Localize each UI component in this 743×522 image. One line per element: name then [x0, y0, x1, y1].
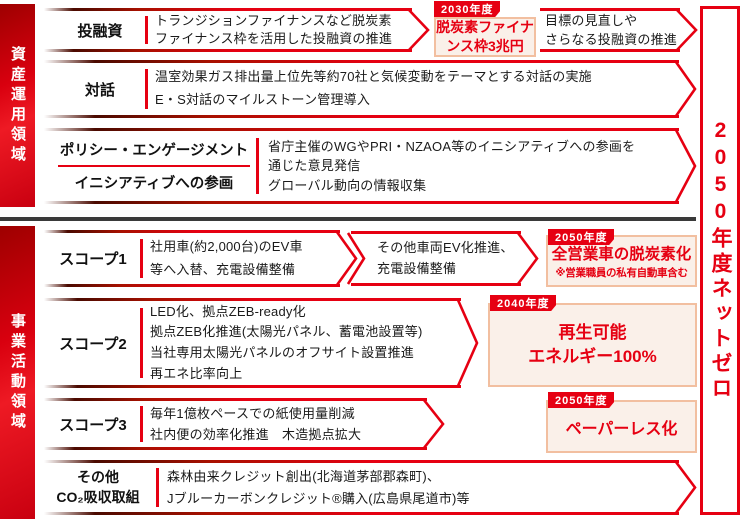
- row-text: 森林由来クレジット創出(北海道茅部郡森町)、 Jブルーカーボンクレジット®購入(…: [167, 469, 470, 506]
- sidebar-business-activity: 事業活動領域: [0, 226, 35, 519]
- row-text: 社用車(約2,000台)のEV車 等へ入替、充電設備整備: [150, 239, 303, 277]
- arrow-bottom-border: [351, 283, 521, 286]
- label-divider: [145, 16, 148, 44]
- chevron-tip-icon: [336, 231, 358, 286]
- label-divider: [156, 468, 159, 507]
- arrow-top-border: [351, 231, 521, 234]
- row-label: スコープ2: [59, 335, 127, 353]
- arrow-top-border: [44, 298, 461, 301]
- arrow-top-border: [44, 128, 679, 131]
- arrow-top-border: [540, 8, 680, 11]
- chevron-tip-icon: [517, 232, 539, 285]
- label-underline: [58, 164, 250, 168]
- arrow-bottom-border: [44, 284, 340, 287]
- label-divider: [140, 406, 143, 442]
- row-text: 温室効果ガス排出量上位先等約70社と気候変動をテーマとする対話の実施 E・S対話…: [155, 69, 592, 107]
- arrow-bottom-border: [44, 201, 679, 204]
- goal-paperless: ペーパーレス化: [546, 400, 697, 453]
- label-divider: [140, 239, 143, 278]
- arrow-bottom-border: [44, 512, 679, 515]
- row-label-policy: ポリシー・エンゲージメント: [59, 142, 249, 159]
- label-divider: [140, 308, 143, 378]
- arrow-co2-absorption: その他 CO₂吸収取組 森林由来クレジット創出(北海道茅部郡森町)、 Jブルーカ…: [44, 460, 697, 515]
- arrow-top-border: [44, 460, 679, 463]
- row-text: 省庁主催のWGやPRI・NZAOA等のイニシアティブへの参画を 通じた意見発信 …: [268, 138, 636, 193]
- row-label: スコープ1: [59, 251, 127, 268]
- arrow-invest: 投融資 トランジションファイナンスなど脱炭素 ファイナンス枠を活用した投融資の推…: [44, 8, 430, 52]
- arrow-top-border: [44, 60, 679, 63]
- arrow-scope3: スコープ3 毎年1億枚ペースでの紙使用量削減 社内便の効率化推進 木造拠点拡大: [44, 398, 445, 450]
- chevron-notch-icon: [347, 232, 366, 285]
- arrow-bottom-border: [44, 385, 461, 388]
- row-label: その他 CO₂吸収取組: [56, 468, 140, 505]
- label-divider: [256, 138, 259, 194]
- goal-note: ※営業職員の私有自動車含む: [555, 267, 688, 279]
- arrow-bottom-border: [44, 115, 679, 118]
- arrow-bottom-border: [44, 447, 427, 450]
- chevron-tip-icon: [675, 129, 697, 203]
- row-text: トランジションファイナンスなど脱炭素 ファイナンス枠を活用した投融資の推進: [155, 12, 393, 46]
- row-label-stack: ポリシー・エンゲージメント イニシアティブへの参画: [50, 128, 258, 204]
- row-text: その他車両EV化推進、 充電設備整備: [377, 239, 514, 276]
- chevron-tip-icon: [408, 9, 430, 51]
- row-text: 目標の見直しや さらなる投融資の推進: [545, 12, 678, 48]
- arrow-scope2: スコープ2 LED化、拠点ZEB-ready化 拠点ZEB化推進(太陽光パネル、…: [44, 298, 479, 388]
- goal-title: 全営業車の脱炭素化: [551, 246, 692, 263]
- chevron-tip-icon: [676, 9, 698, 51]
- milestone-decarbon-finance: 脱炭素ファイナ ンス枠3兆円: [434, 17, 536, 57]
- arrow-top-border: [44, 8, 412, 11]
- net-zero-2050-bar: 2050年度ネットゼロ: [700, 6, 740, 515]
- row-text: LED化、拠点ZEB-ready化 拠点ZEB化推進(太陽光パネル、蓄電池設置等…: [150, 303, 423, 381]
- arrow-bottom-border: [540, 49, 680, 52]
- row-text: 毎年1億枚ペースでの紙使用量削減 社内便の効率化推進 木造拠点拡大: [150, 405, 362, 442]
- badge-2030: 2030年度: [434, 1, 501, 17]
- row-label: 投融資: [77, 22, 123, 40]
- chevron-tip-icon: [675, 61, 697, 117]
- label-divider: [145, 69, 148, 109]
- arrow-invest-followup: 目標の見直しや さらなる投融資の推進: [540, 8, 698, 52]
- chevron-tip-icon: [423, 399, 445, 449]
- sidebar-asset-management: 資産運用領域: [0, 4, 35, 207]
- arrow-bottom-border: [44, 49, 412, 52]
- arrow-scope1: スコープ1 社用車(約2,000台)のEV車 等へ入替、充電設備整備: [44, 230, 358, 287]
- badge-2040-scope2: 2040年度: [490, 295, 557, 311]
- chevron-tip-icon: [457, 299, 479, 387]
- arrow-policy: ポリシー・エンゲージメント イニシアティブへの参画 省庁主催のWGやPRI・NZ…: [44, 128, 697, 204]
- row-label: 対話: [84, 81, 115, 99]
- badge-2050-scope1: 2050年度: [548, 229, 615, 245]
- chevron-tip-icon: [675, 461, 697, 514]
- row-label: スコープ3: [59, 416, 127, 434]
- badge-2050-scope3: 2050年度: [548, 392, 615, 408]
- arrow-scope1-phase2: その他車両EV化推進、 充電設備整備: [347, 231, 539, 286]
- arrow-dialogue: 対話 温室効果ガス排出量上位先等約70社と気候変動をテーマとする対話の実施 E・…: [44, 60, 697, 118]
- arrow-top-border: [44, 398, 427, 401]
- section-divider: [0, 217, 696, 221]
- arrow-top-border: [44, 230, 340, 233]
- goal-renewable-energy: 再生可能 エネルギー100%: [488, 303, 697, 387]
- row-label-initiative: イニシアティブへの参画: [74, 176, 234, 193]
